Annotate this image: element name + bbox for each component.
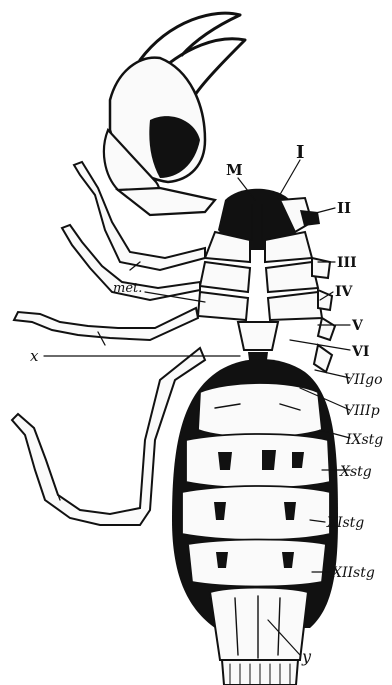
- label-y: y: [301, 647, 312, 666]
- label-Xstg: Xstg: [339, 464, 372, 480]
- label-III: III: [337, 255, 357, 271]
- label-IXstg: IXstg: [345, 432, 383, 448]
- label-II: II: [337, 199, 351, 217]
- label-XIstg: XIstg: [326, 515, 364, 531]
- label-VIIgo: VIIgo: [344, 372, 383, 388]
- label-I: I: [296, 142, 304, 163]
- label-IV: IV: [335, 284, 354, 300]
- opisthosoma: [172, 359, 338, 685]
- label-M: M: [226, 161, 243, 179]
- label-V: V: [351, 318, 364, 334]
- label-x: x: [30, 347, 39, 365]
- prosoma: [198, 189, 322, 368]
- label-met: met.: [113, 281, 142, 296]
- label-XIIstg: XIIstg: [331, 565, 375, 581]
- label-VIIIp: VIIIp: [344, 403, 380, 419]
- pedipalp-chela: [104, 13, 245, 215]
- label-VI: VI: [351, 344, 369, 360]
